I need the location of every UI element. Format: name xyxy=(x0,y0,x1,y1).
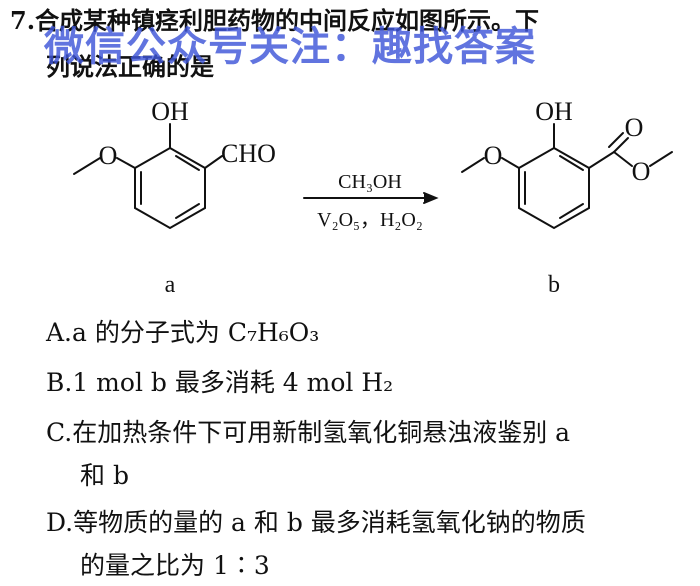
a-methyl-bond xyxy=(73,157,101,175)
b-methoxy-o-label: O xyxy=(484,141,503,170)
option-b[interactable]: B.1 mol b 最多消耗 4 mol H₂ xyxy=(46,368,393,398)
a-methoxy-bond xyxy=(116,157,136,169)
conditions-above: CH₃OH xyxy=(338,171,402,193)
b-carbonyl-double-bond xyxy=(608,132,629,153)
compound-a-label: a xyxy=(165,272,176,298)
option-c-text-continued: 和 b xyxy=(80,461,129,490)
question-stem-line-1: 7.合成某种镇痉利胆药物的中间反应如图所示。下 xyxy=(10,6,539,36)
option-d-continued: 的量之比为 1∶3 xyxy=(80,551,270,581)
b-ester-o-label: O xyxy=(632,157,651,186)
option-c-text: 在加热条件下可用新制氢氧化铜悬浊液鉴别 a xyxy=(72,418,571,447)
reaction-arrow xyxy=(303,192,439,204)
option-a-letter: A. xyxy=(46,318,73,347)
option-c-letter: C. xyxy=(46,418,73,447)
compound-b-label: b xyxy=(548,272,560,298)
stem-text-1: 合成某种镇痉利胆药物的中间反应如图所示。下 xyxy=(35,6,540,35)
option-d-text-continued: 的量之比为 1∶3 xyxy=(80,551,270,580)
option-d-letter: D. xyxy=(46,508,74,537)
reaction-scheme: OH O CHO a CH₃OH V₂O₅，H₂O₂ OH O O O b xyxy=(73,97,673,298)
option-c[interactable]: C.在加热条件下可用新制氢氧化铜悬浊液鉴别 a xyxy=(46,418,570,448)
a-oh-label: OH xyxy=(151,97,189,126)
a-methoxy-o-label: O xyxy=(99,141,118,170)
option-a[interactable]: A.a 的分子式为 C₇H₆O₃ xyxy=(46,318,319,348)
b-methoxy-bond xyxy=(501,157,520,169)
option-b-text: 1 mol b 最多消耗 4 mol H₂ xyxy=(72,368,394,397)
b-oh-label: OH xyxy=(535,97,573,126)
option-d[interactable]: D.等物质的量的 a 和 b 最多消耗氢氧化钠的物质 xyxy=(46,508,586,538)
b-carbonyl-o-label: O xyxy=(625,113,644,142)
option-a-text: a 的分子式为 C₇H₆O₃ xyxy=(72,318,320,347)
b-ester-single-bond xyxy=(613,151,633,167)
b-ester-carbon-bond xyxy=(588,151,615,169)
conditions-below: V₂O₅，H₂O₂ xyxy=(317,209,423,231)
question-stem-line-2: 列说法正确的是 xyxy=(46,52,214,81)
a-cho-label: CHO xyxy=(221,139,276,168)
a-cho-bond xyxy=(204,155,223,169)
question-number: 7. xyxy=(10,6,36,35)
option-c-continued: 和 b xyxy=(80,461,129,491)
option-d-text: 等物质的量的 a 和 b 最多消耗氢氧化钠的物质 xyxy=(73,508,586,537)
compound-b-ring xyxy=(518,146,590,230)
option-b-letter: B. xyxy=(46,368,73,397)
b-ester-methyl-bond xyxy=(649,151,673,167)
b-methyl-bond xyxy=(461,157,485,173)
compound-a-ring xyxy=(134,146,206,230)
watermark-text: 微信公众号关注：趣找答案 xyxy=(44,24,536,70)
